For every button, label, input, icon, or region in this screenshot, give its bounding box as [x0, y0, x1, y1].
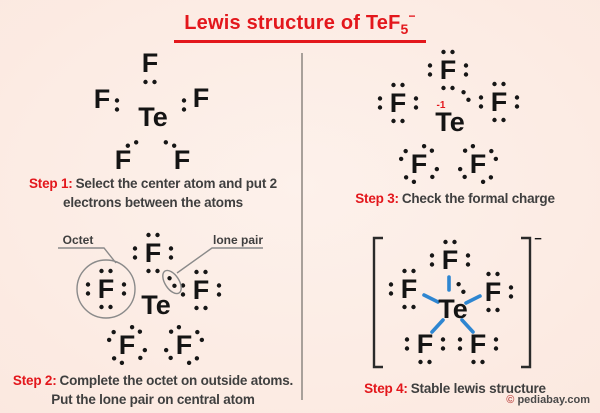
central-lone-pair-dots [455, 281, 467, 295]
octet-annotation-label: Octet [63, 233, 94, 247]
atom-label-f: F [174, 145, 191, 175]
atom-label-f: F [442, 245, 459, 275]
lone-pair-highlight-oval [162, 269, 182, 295]
step4-text: Stable lewis structure [410, 381, 546, 396]
atom-label-f: F [485, 277, 502, 307]
step3-text: Check the formal charge [401, 191, 555, 206]
atom-label-f: F [470, 149, 487, 179]
step3-caption: Step 3:Check the formal charge [310, 189, 600, 208]
title-text: Lewis structure of TeF [184, 12, 401, 34]
step2-text-line2: Put the lone pair on central atom [51, 392, 255, 407]
step2-label: Step 2: [12, 373, 57, 388]
atom-label-f: F [94, 84, 111, 114]
atom-label-f: F [417, 329, 434, 359]
atom-label-te: Te [435, 107, 465, 137]
formal-charge-label: -1 [437, 100, 446, 111]
step2-caption: Step 2:Complete the octet on outside ato… [0, 371, 306, 409]
atom-label-f: F [145, 238, 162, 268]
atom-label-f: F [390, 88, 407, 118]
atom-label-te: Te [438, 294, 468, 324]
atom-label-f: F [98, 274, 115, 304]
diagram-step3: -1 F F F Te F F [378, 50, 519, 192]
atom-label-f: F [470, 329, 487, 359]
atom-label-f: F [119, 330, 136, 360]
diagram-step1: F F F Te F F [94, 48, 210, 175]
step1-label: Step 1: [28, 176, 73, 191]
right-bracket [521, 236, 532, 369]
atom-label-f: F [193, 83, 210, 113]
atom-label-f: F [142, 48, 159, 78]
step1-caption: Step 1:Select the center atom and put 2 … [0, 174, 306, 212]
atom-label-f: F [411, 149, 428, 179]
atom-label-f: F [176, 330, 193, 360]
copyright-symbol: © [506, 394, 515, 406]
step2-text-line1: Complete the octet on outside atoms. [59, 373, 294, 388]
diagram-step2: F F F Te F F Octet lone pair [58, 233, 263, 373]
title-subscript: 5 [400, 21, 409, 37]
octet-highlight-circle [76, 259, 136, 319]
central-lone-pair-dots [166, 275, 178, 289]
step4-label: Step 4: [364, 381, 408, 396]
atom-label-te: Te [138, 102, 168, 132]
atom-label-f: F [440, 55, 457, 85]
page-title: Lewis structure of TeF5− [0, 9, 600, 43]
step1-text-line1: Select the center atom and put 2 [75, 176, 278, 191]
title-superscript: − [408, 9, 416, 23]
left-bracket [372, 236, 383, 369]
diagram-step4: − F F F Te F F [372, 231, 542, 369]
step4-caption: Step 4:Stable lewis structure [310, 379, 600, 398]
copyright: © pediabay.com [310, 394, 590, 406]
central-lone-pair-dots [460, 89, 472, 103]
step1-text-line2: electrons between the atoms [63, 195, 243, 210]
step3-label: Step 3: [355, 191, 399, 206]
atom-label-f: F [115, 145, 132, 175]
atom-label-f: F [401, 274, 418, 304]
covalent-bonds [422, 275, 482, 334]
copyright-site: pediabay.com [517, 394, 590, 406]
lone-pair-annotation-label: lone pair [213, 233, 263, 247]
atom-label-f: F [193, 275, 210, 305]
lone-pair-leader-line [176, 247, 263, 274]
column-divider [301, 53, 303, 400]
ion-charge-label: − [534, 231, 542, 246]
atom-label-f: F [491, 87, 508, 117]
octet-leader-line [58, 247, 117, 264]
atom-label-te: Te [141, 290, 171, 320]
